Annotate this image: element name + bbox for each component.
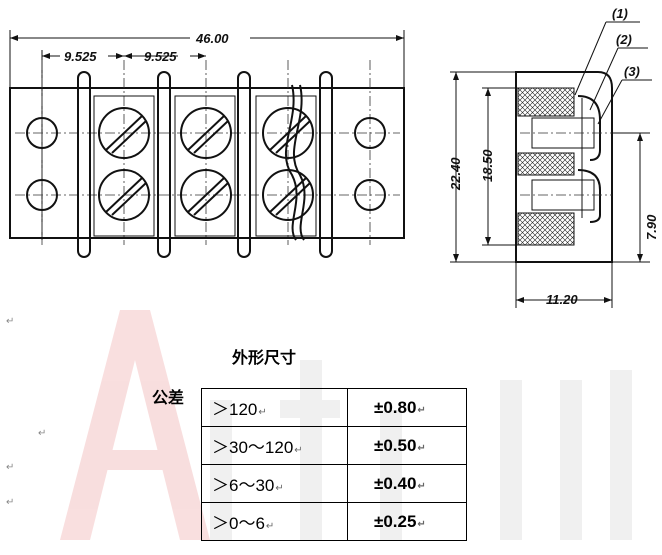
tolerance-value: ±0.50↵ (347, 426, 467, 465)
paragraph-mark: ↵ (6, 462, 15, 473)
tolerance-label: 公差 (152, 390, 185, 407)
dim-height: 22.40 (448, 157, 463, 191)
table-row: ＞30～120↵±0.50↵ (201, 426, 467, 465)
tolerance-range: ＞6～30↵ (201, 464, 348, 503)
tolerance-range: ＞0～6↵ (201, 502, 348, 541)
callout-1: (1) (612, 6, 628, 21)
tolerance-range: ＞30～120↵ (201, 426, 348, 465)
tolerance-value: ±0.80↵ (347, 388, 467, 427)
tolerance-value: ±0.25↵ (347, 502, 467, 541)
table-row: ＞0～6↵±0.25↵ (201, 502, 467, 541)
dim-inner-height: 18.50 (480, 149, 495, 182)
paragraph-mark: ↵ (6, 316, 15, 327)
terminal-block-drawing: 46.00 9.525 9.525 (9, 6, 659, 308)
callout-3: (3) (624, 64, 640, 79)
table-row: ＞6～30↵±0.40↵ (201, 464, 467, 503)
dim-pitch-1: 9.525 (64, 49, 97, 64)
table-row: ＞120↵±0.80↵ (201, 388, 467, 427)
dim-pitch-2: 9.525 (144, 49, 177, 64)
side-view: 22.40 18.50 7.90 11.20 (448, 6, 659, 308)
dim-half-height: 7.90 (644, 214, 659, 240)
tolerance-table: ＞120↵±0.80↵＞30～120↵±0.50↵＞6～30↵±0.40↵＞0～… (201, 388, 467, 541)
tolerance-range: ＞120↵ (201, 388, 348, 427)
section-title: 外形尺寸 (232, 350, 297, 367)
dim-overall-width: 46.00 (195, 31, 229, 46)
dim-depth: 11.20 (546, 292, 578, 307)
paragraph-mark: ↵ (6, 497, 15, 508)
callout-2: (2) (616, 32, 632, 47)
paragraph-mark: ↵ (38, 428, 47, 439)
screw-terminals (93, 95, 317, 237)
tolerance-value: ±0.40↵ (347, 464, 467, 503)
front-view: 46.00 9.525 9.525 (9, 30, 405, 258)
